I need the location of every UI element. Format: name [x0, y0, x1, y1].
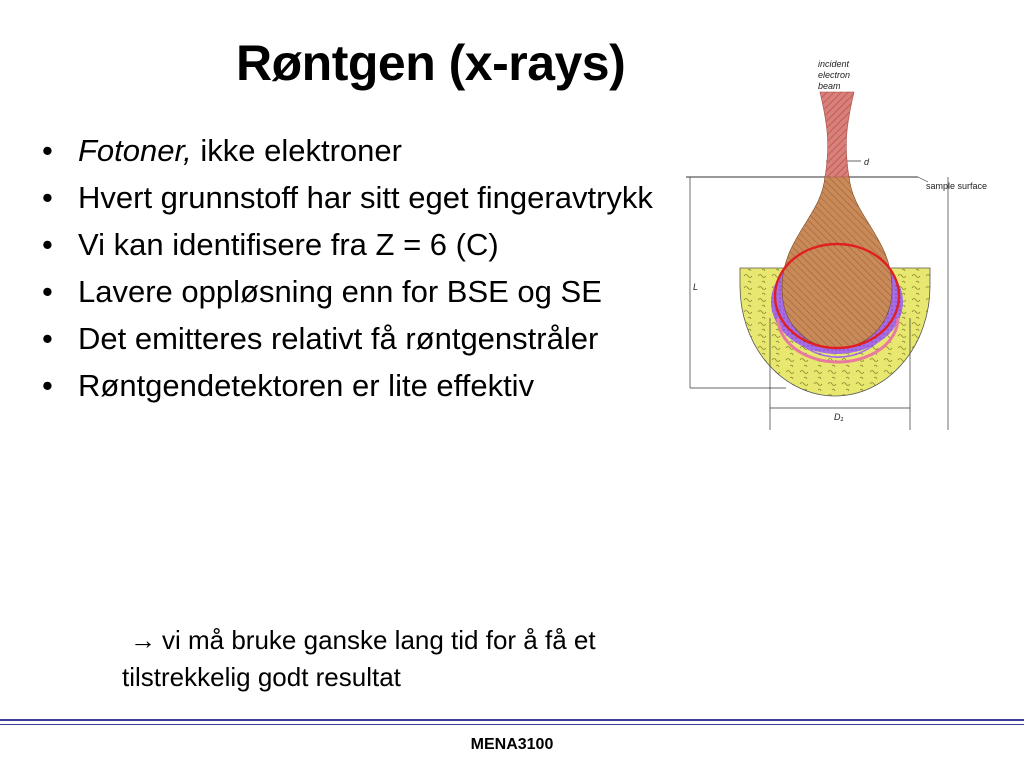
highlight-circle — [773, 242, 901, 350]
incident-label: incident — [818, 59, 850, 69]
d-label: d — [864, 157, 870, 167]
interaction-volume-figure: incident electron beam sample surface d … — [686, 56, 1004, 430]
interaction-volume-diagram: incident electron beam sample surface d … — [686, 59, 987, 430]
bullet-emphasis: Fotoner, — [78, 133, 192, 168]
conclusion-note: →vi må bruke ganske lang tid for å få et… — [122, 622, 662, 696]
leader-line — [917, 176, 929, 183]
right-arrow-icon: → — [130, 625, 156, 655]
footer-rule — [0, 724, 1024, 725]
bullet-text: Det emitteres relativt få røntgenstråler — [78, 321, 599, 356]
footer-rule — [0, 719, 1024, 721]
bullet-text: Hvert grunnstoff har sitt eget fingeravt… — [78, 180, 653, 215]
incident-label: electron — [818, 70, 850, 80]
bullet-item: •Fotoner, ikke elektroner — [42, 133, 402, 168]
D1-label: D₁ — [834, 412, 843, 422]
bullet-list: •Fotoner, ikke elektroner •Hvert grunnst… — [40, 132, 660, 414]
bullet-text: ikke elektroner — [191, 133, 402, 168]
bullet-item: •Røntgendetektoren er lite effektiv — [42, 368, 535, 403]
bullet-item: •Vi kan identifisere fra Z = 6 (C) — [42, 227, 499, 262]
electron-beam — [819, 91, 855, 178]
footer-text: MENA3100 — [470, 736, 554, 753]
bullet-item: •Lavere oppløsning enn for BSE og SE — [42, 274, 602, 309]
bullet-text: Lavere oppløsning enn for BSE og SE — [78, 274, 602, 309]
bullet-item: •Det emitteres relativt få røntgenstråle… — [42, 321, 599, 356]
note-text: vi må bruke ganske lang tid for å få et … — [122, 625, 596, 692]
bullet-text: Vi kan identifisere fra Z = 6 (C) — [78, 227, 499, 262]
L-label: L — [693, 282, 698, 292]
slide-title: Røntgen (x-rays) — [236, 35, 626, 91]
interaction-volume — [781, 175, 893, 349]
bullet-item: •Hvert grunnstoff har sitt eget fingerav… — [42, 180, 653, 215]
pink-band — [776, 317, 900, 364]
bullet-text: Røntgendetektoren er lite effektiv — [78, 368, 535, 403]
sample-surface-label: sample surface — [926, 181, 987, 191]
incident-label: beam — [818, 81, 841, 91]
